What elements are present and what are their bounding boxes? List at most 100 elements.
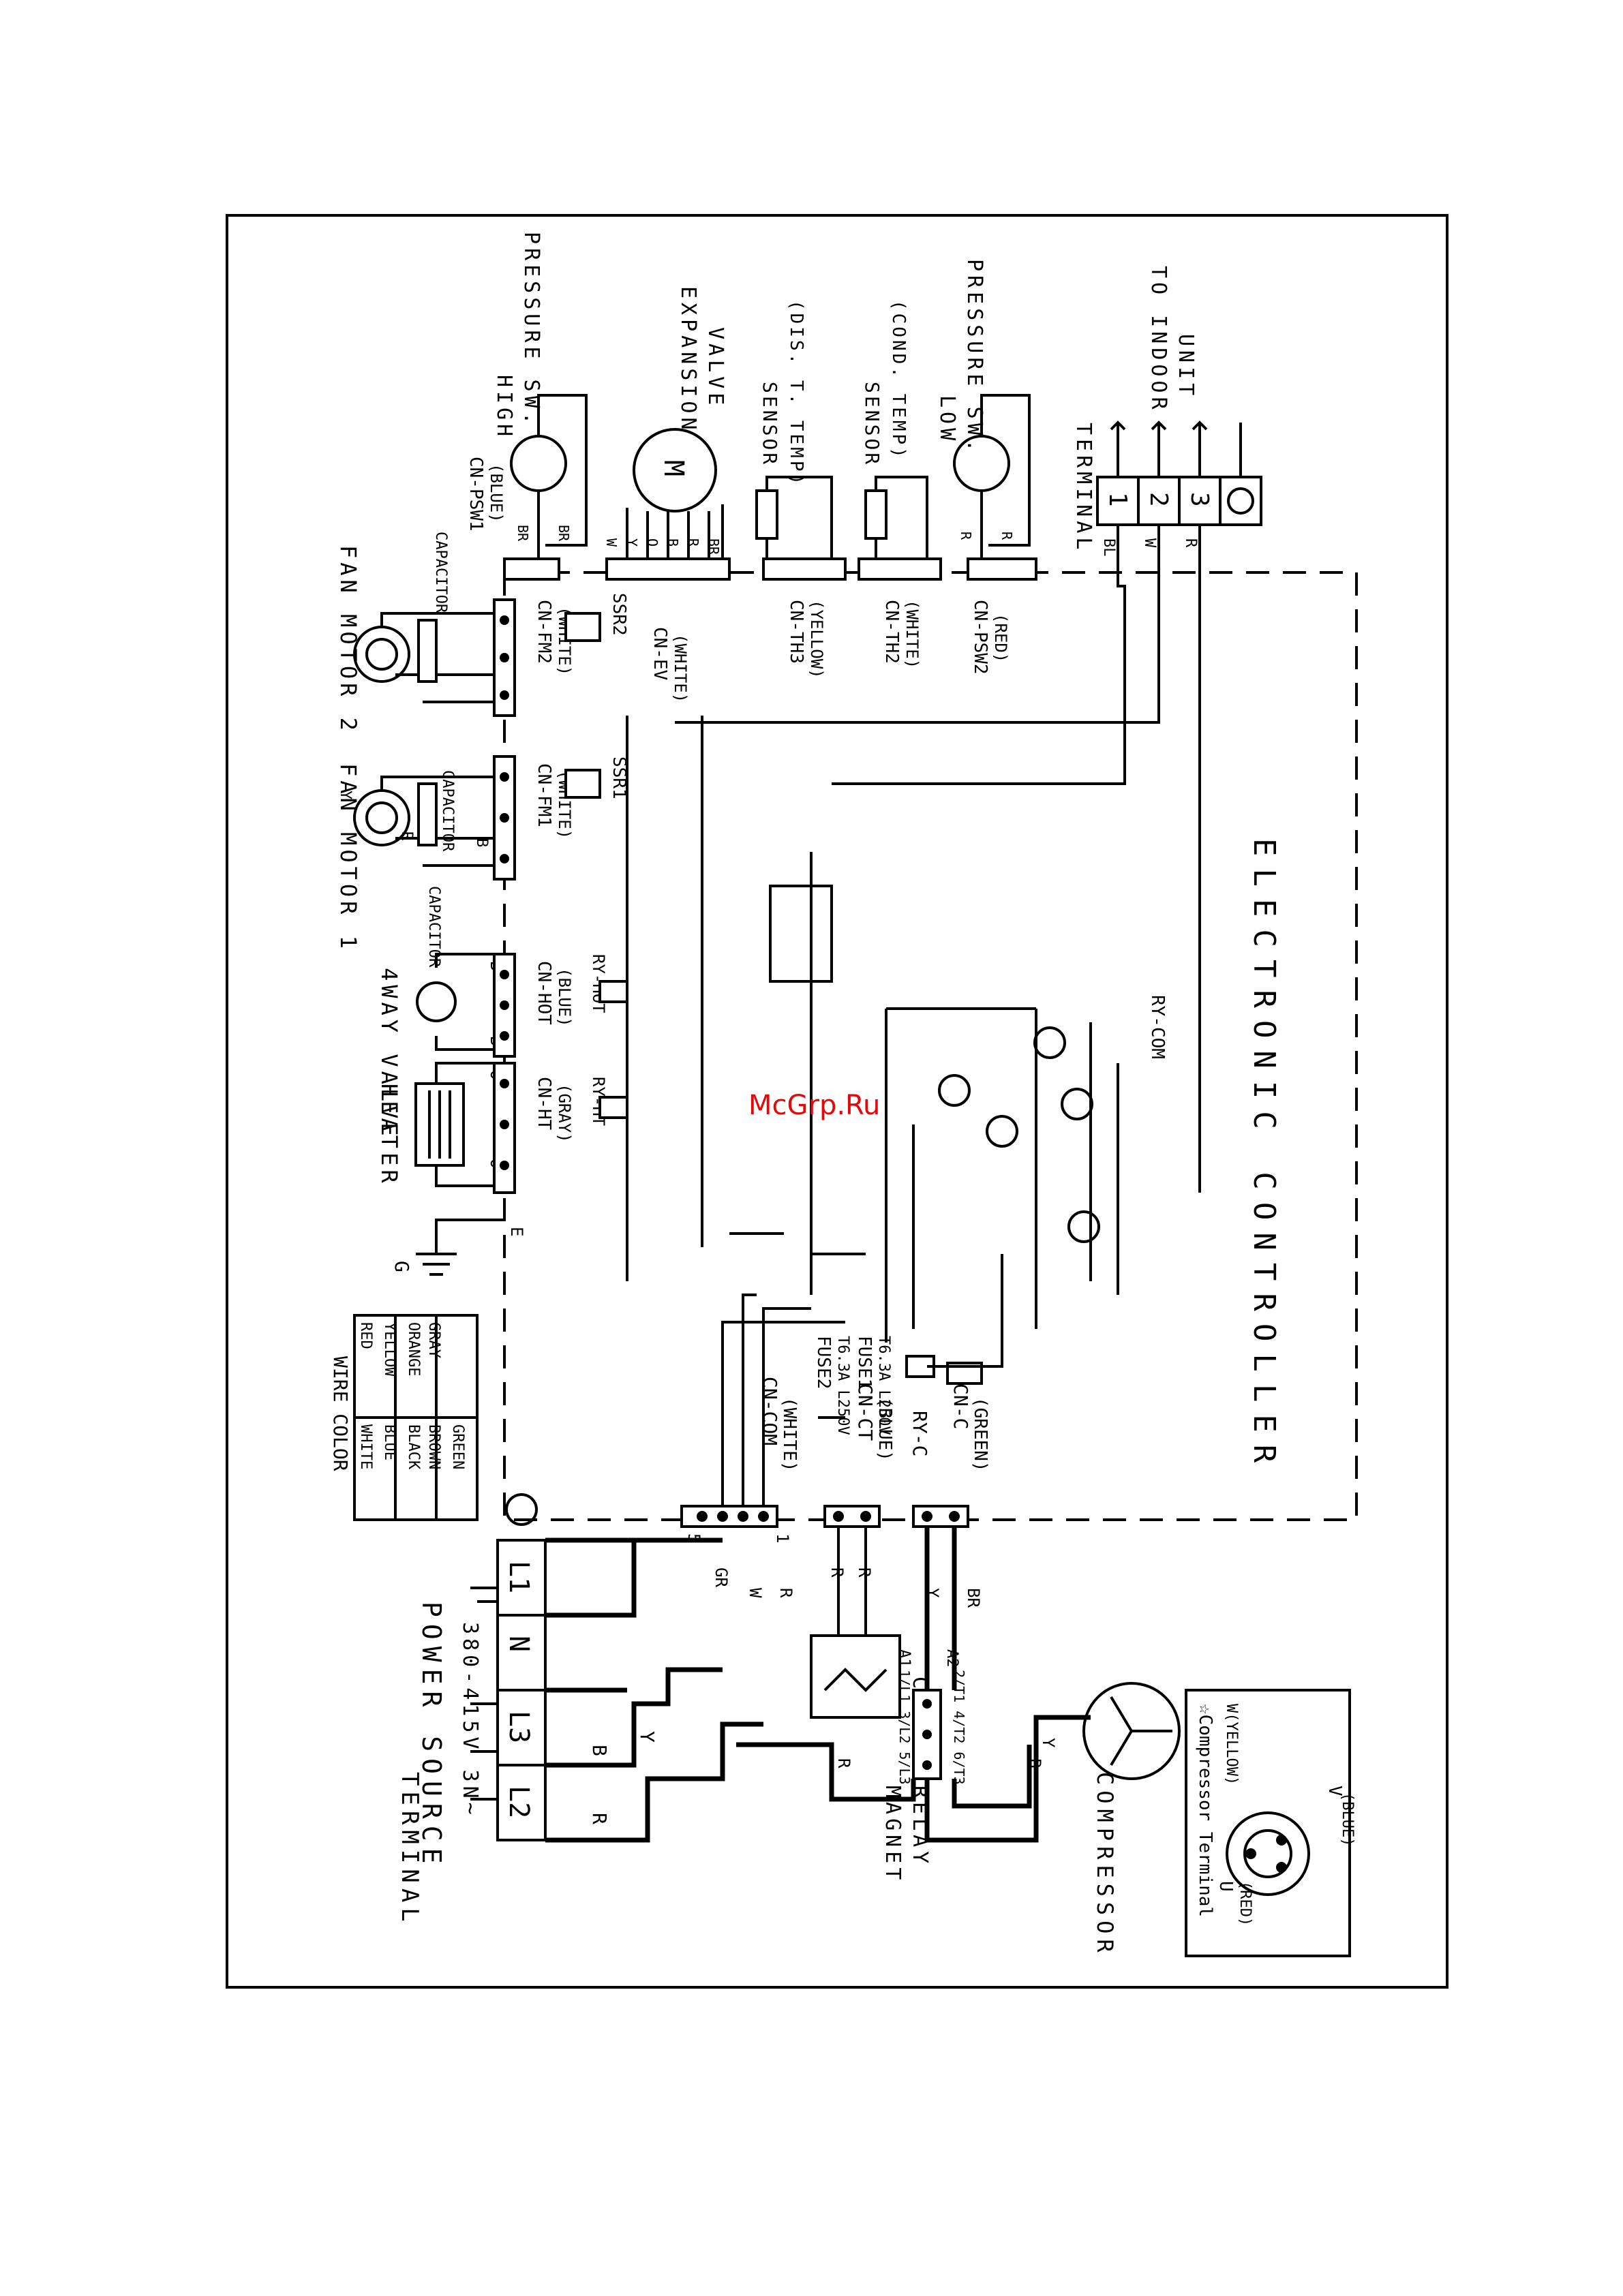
indoor-terminal-2: 2 bbox=[1144, 492, 1172, 507]
wire-color-8: GRAY bbox=[425, 1322, 442, 1358]
low-pressure-label-1: LOW bbox=[935, 395, 959, 444]
ev-wire-w: W bbox=[603, 538, 620, 547]
ry-c-label: RY-C bbox=[909, 1411, 931, 1456]
sensor-cond-temp bbox=[858, 476, 942, 581]
power-terminal-block: L3 L2 N L1 bbox=[496, 1493, 547, 1841]
fan-motor-1-label: FAN MOTOR 1 bbox=[335, 763, 361, 953]
cn-psw1-color: (BLUE) bbox=[487, 463, 506, 523]
ry-c-relay bbox=[905, 1254, 1003, 1385]
indoor-earth-icon bbox=[1227, 487, 1254, 515]
electronic-controller-label: ELECTRONIC CONTROLLER bbox=[1247, 838, 1281, 1475]
earth-wire-e: E bbox=[507, 1227, 526, 1236]
cn-ct-label: CN-CT bbox=[854, 1383, 877, 1441]
cn-fm2-label: CN-FM2 bbox=[534, 600, 554, 664]
capacitor-label-2: CAPACITOR bbox=[439, 770, 456, 852]
motor-m-label: M bbox=[658, 460, 689, 476]
cn-com-color-label: (WHITE) bbox=[779, 1397, 800, 1472]
terminal-left-label: TERMINAL bbox=[396, 1772, 423, 1927]
wire-color-2: BLACK bbox=[405, 1424, 422, 1470]
heater-element bbox=[414, 1062, 504, 1187]
capacitor-label-1: CAPACITOR bbox=[425, 886, 442, 968]
cn-ht-connector bbox=[493, 1062, 516, 1194]
wire-color-title: WIRE COLOR bbox=[329, 1356, 352, 1471]
low-pressure-label-2: PRESSURE SW. bbox=[962, 259, 986, 456]
cn-fm1-connector bbox=[493, 755, 516, 881]
fuse1-rating: T6.3A L250V bbox=[875, 1336, 892, 1435]
four-way-valve-label: 4WAY VALVE bbox=[376, 968, 402, 1140]
ssr2-switch bbox=[564, 612, 601, 642]
cn-psw2-color: (RED) bbox=[991, 613, 1010, 662]
fuses bbox=[721, 1232, 866, 1506]
voltage-label: 380-415V 3N~ bbox=[458, 1622, 482, 1819]
psw1-wire-br2: BR bbox=[556, 525, 572, 542]
ry-hot-relay bbox=[598, 980, 628, 1003]
cn-th3-label: CN-TH3 bbox=[786, 600, 806, 664]
ev-wire-br: BR bbox=[706, 538, 722, 555]
cn-th2-label: CN-TH2 bbox=[881, 600, 902, 664]
sensor-cond-label-1: SENSOR bbox=[861, 382, 883, 467]
controller-circuitry bbox=[626, 716, 1119, 1343]
expansion-valve-motor bbox=[605, 428, 731, 581]
heater-label: HEATER bbox=[376, 1084, 402, 1187]
wire-color-3: BROWN bbox=[425, 1424, 442, 1469]
terminal-l3: L3 bbox=[503, 1711, 534, 1743]
to-indoor-label-2: UNIT bbox=[1174, 334, 1198, 399]
ground-symbol bbox=[416, 1219, 504, 1276]
wire-color-1: BLUE bbox=[381, 1424, 398, 1460]
magnet-relay-label-1: MAGNET bbox=[881, 1786, 905, 1884]
ground-label: G bbox=[391, 1261, 413, 1272]
ev-wire-y: Y bbox=[624, 538, 640, 547]
expansion-valve-label-2: VALVE bbox=[703, 327, 727, 409]
com-pin-1: 1 bbox=[773, 1533, 792, 1543]
wire-color-6: YELLOW bbox=[381, 1322, 398, 1377]
low-pressure-switch bbox=[953, 394, 1037, 581]
wire-b: B bbox=[588, 1745, 611, 1756]
cn-ev-color: (WHITE) bbox=[671, 634, 690, 703]
com-wire-w: W bbox=[746, 1588, 765, 1598]
capacitor-label-3: CAPACITOR bbox=[432, 532, 449, 613]
terminal-n: N bbox=[503, 1636, 534, 1652]
wire-color-7: ORANGE bbox=[405, 1322, 422, 1376]
watermark: McGrp.Ru bbox=[748, 1090, 880, 1121]
ry-ht-relay bbox=[598, 1096, 628, 1119]
cn-ct-color-label: (BLUE) bbox=[875, 1397, 895, 1461]
fan-motor-2 bbox=[353, 612, 504, 703]
four-way-valve-coil bbox=[416, 953, 504, 1051]
sensor-cond-label-2: (COND. TEMP) bbox=[888, 300, 909, 461]
psw1-wire-br1: BR bbox=[515, 525, 531, 542]
diagram-frame bbox=[226, 214, 1448, 1989]
psw2-wire-r2: R bbox=[999, 532, 1015, 540]
com-pin-5: 5 bbox=[684, 1533, 703, 1543]
cn-c-label: CN-C bbox=[950, 1383, 972, 1429]
high-pressure-label-1: HIGH bbox=[492, 375, 516, 440]
terminal-right-label: TERMINAL bbox=[1072, 423, 1095, 554]
fuse1-label: FUSE1 bbox=[854, 1336, 875, 1389]
ct-u-label: U bbox=[1215, 1881, 1236, 1892]
compressor-terminal-title: ☆Compressor Terminal bbox=[1195, 1704, 1215, 1917]
ct-u-color: (RED) bbox=[1237, 1881, 1254, 1926]
power-source-label: POWER SOURCE bbox=[416, 1602, 446, 1871]
com-wire-r: R bbox=[776, 1588, 795, 1598]
indoor-wire-bl: BL bbox=[1100, 538, 1117, 557]
wire-r: R bbox=[588, 1813, 611, 1824]
relay-wires bbox=[736, 1527, 1091, 1843]
cn-ev-label: CN-EV bbox=[650, 627, 670, 680]
fuse2-label: FUSE2 bbox=[813, 1336, 834, 1389]
cn-th3-color: (YELLOW) bbox=[807, 600, 826, 679]
cn-ht-color: (GRAY) bbox=[555, 1084, 574, 1143]
compressor-motor bbox=[1082, 1682, 1181, 1780]
relay-a1: A1 bbox=[896, 1649, 913, 1668]
cn-c-wire-br: BR bbox=[964, 1588, 983, 1608]
ev-wire-b: B bbox=[665, 538, 681, 547]
magnet-relay bbox=[912, 1689, 942, 1780]
cn-hot-color: (BLUE) bbox=[555, 968, 574, 1027]
compressor-label: COMPRESSOR bbox=[1092, 1772, 1118, 1958]
wire-color-table bbox=[353, 1314, 479, 1521]
indoor-terminal-3: 3 bbox=[1185, 492, 1213, 507]
magnet-relay-pins-top: 1/L1 3/L2 5/L3 bbox=[896, 1670, 913, 1785]
cn-ct-connector bbox=[823, 1505, 881, 1528]
ev-wire-r: R bbox=[685, 538, 701, 547]
wire-color-0: WHITE bbox=[357, 1424, 374, 1469]
cn-fm2-connector bbox=[493, 598, 516, 717]
